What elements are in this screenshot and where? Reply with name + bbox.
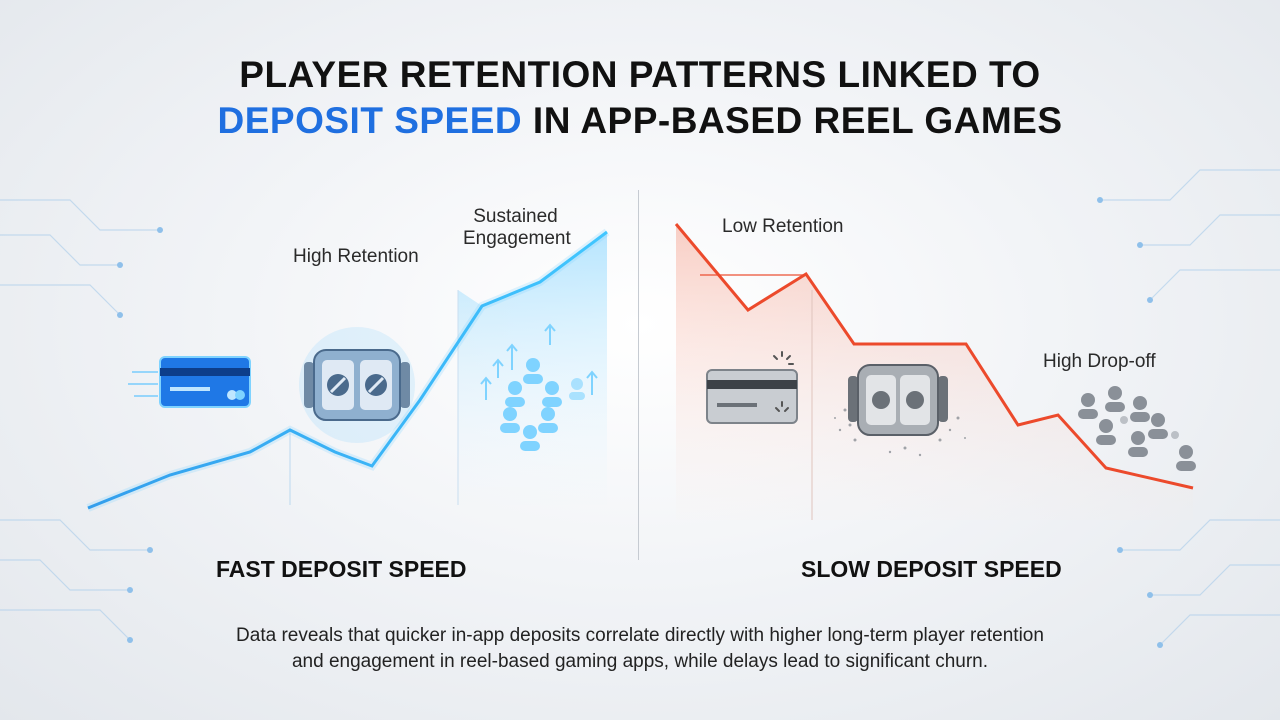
label-sustained-line-1: Sustained xyxy=(473,206,558,227)
fast-retention-line xyxy=(87,230,608,510)
title-line-1: PLAYER RETENTION PATTERNS LINKED TO xyxy=(239,54,1041,95)
title-highlight: DEPOSIT SPEED xyxy=(217,100,523,141)
caption-line-1: Data reveals that quicker in-app deposit… xyxy=(236,625,1044,646)
title-line-2-rest: IN APP-BASED REEL GAMES xyxy=(522,100,1063,141)
credit-card-icon xyxy=(128,356,251,408)
caption: Data reveals that quicker in-app deposit… xyxy=(140,623,1140,675)
title-line-2: DEPOSIT SPEED IN APP-BASED REEL GAMES xyxy=(0,98,1280,144)
page-title: PLAYER RETENTION PATTERNS LINKED TO DEPO… xyxy=(0,52,1280,144)
users-growth-icon xyxy=(480,323,598,451)
slow-retention-line xyxy=(674,223,1194,490)
caption-line-2: and engagement in reel-based gaming apps… xyxy=(291,651,989,672)
fast-section-title: FAST DEPOSIT SPEED xyxy=(216,556,467,582)
slot-reel-icon xyxy=(299,327,415,443)
label-low-retention: Low Retention xyxy=(722,216,844,237)
label-high-drop-off: High Drop-off xyxy=(1043,351,1156,372)
slot-reel-icon xyxy=(834,364,966,457)
fast-retention-graph xyxy=(86,228,610,512)
label-sustained-engagement: Sustained Engagement xyxy=(463,206,571,250)
users-dropoff-icon xyxy=(1078,386,1196,471)
credit-card-loading-icon xyxy=(706,351,798,424)
label-high-retention: High Retention xyxy=(293,246,419,267)
slow-retention-graph xyxy=(674,223,1196,520)
panel-divider xyxy=(638,190,639,560)
fast-glow-line xyxy=(86,228,610,512)
label-sustained-line-2: Engagement xyxy=(463,228,571,249)
slow-section-title: SLOW DEPOSIT SPEED xyxy=(801,556,1062,582)
